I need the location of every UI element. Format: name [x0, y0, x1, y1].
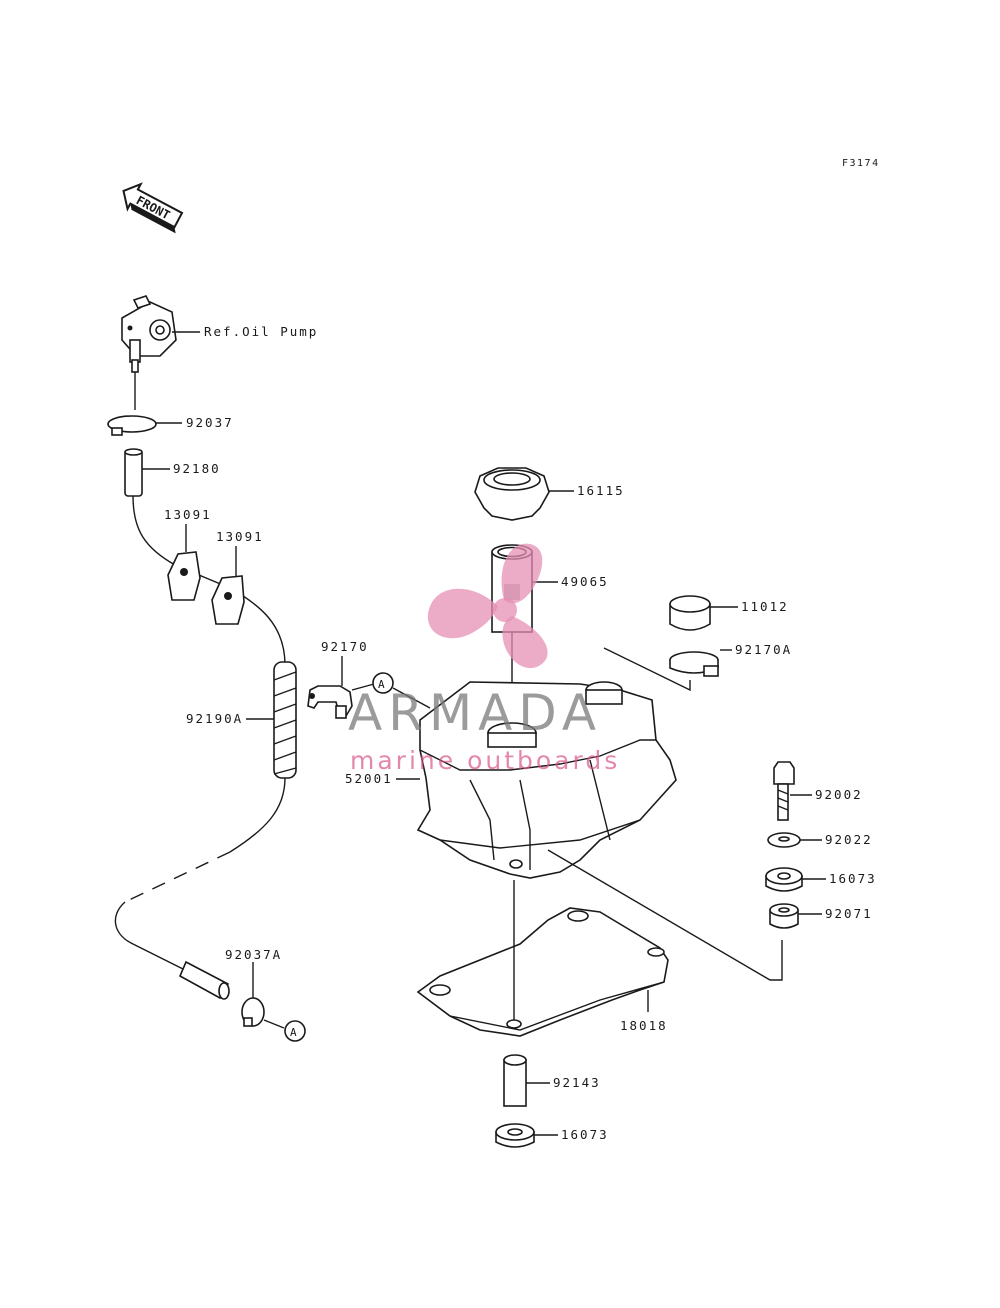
front-arrow-icon: FRONT — [122, 182, 184, 234]
oil-pump-ref — [121, 295, 177, 373]
cap-11012 — [669, 595, 711, 631]
label-16115: 16115 — [577, 483, 625, 498]
label-92143: 92143 — [553, 1075, 601, 1090]
ref-marker-a-lower-label: A — [290, 1026, 297, 1039]
label-92190a: 92190A — [186, 711, 243, 726]
clamp-92037a — [241, 997, 265, 1027]
propeller-logo-icon — [427, 543, 548, 669]
grommet-16073-lower — [495, 1123, 535, 1148]
clamp-92037 — [107, 415, 157, 436]
protector-92190a — [273, 661, 297, 779]
ref-marker-a-lower — [284, 1020, 306, 1042]
label-18018: 18018 — [620, 1018, 668, 1033]
ref-marker-a-upper-label: A — [378, 678, 385, 691]
label-92037: 92037 — [186, 415, 234, 430]
label-16073-upper: 16073 — [829, 871, 877, 886]
watermark-subtitle: marine outboards — [350, 746, 620, 775]
holder-13091-b — [211, 575, 245, 625]
label-16073-lower: 16073 — [561, 1127, 609, 1142]
washer-92022 — [767, 832, 801, 848]
ref-marker-a-upper — [372, 672, 394, 694]
label-92071: 92071 — [825, 906, 873, 921]
figure-id: F3174 — [842, 158, 880, 169]
collar-92143 — [503, 1054, 527, 1107]
oil-tank-52001 — [416, 681, 677, 879]
bolt-92002 — [773, 761, 795, 821]
clamp-92170a — [669, 651, 719, 677]
label-49065: 49065 — [561, 574, 609, 589]
holder-13091-a — [167, 551, 201, 601]
grommet-16073-upper — [765, 867, 803, 892]
label-92170a: 92170A — [735, 642, 792, 657]
cap-16115 — [474, 467, 550, 521]
label-52001: 52001 — [345, 771, 393, 786]
label-92002: 92002 — [815, 787, 863, 802]
label-13091-b: 13091 — [216, 529, 264, 544]
watermark: ARMADA marine outboards — [348, 543, 620, 775]
ref-oil-pump-label: Ref.Oil Pump — [204, 324, 318, 339]
label-92037a: 92037A — [225, 947, 282, 962]
label-13091-a: 13091 — [164, 507, 212, 522]
hose-end — [178, 960, 230, 1000]
label-11012: 11012 — [741, 599, 789, 614]
label-92022: 92022 — [825, 832, 873, 847]
hose-92180 — [124, 448, 143, 497]
collar-92071 — [769, 903, 799, 929]
tray-18018 — [416, 907, 669, 1037]
label-92170: 92170 — [321, 639, 369, 654]
watermark-title: ARMADA — [348, 684, 602, 742]
label-92180: 92180 — [173, 461, 221, 476]
clamp-92170 — [307, 685, 353, 719]
